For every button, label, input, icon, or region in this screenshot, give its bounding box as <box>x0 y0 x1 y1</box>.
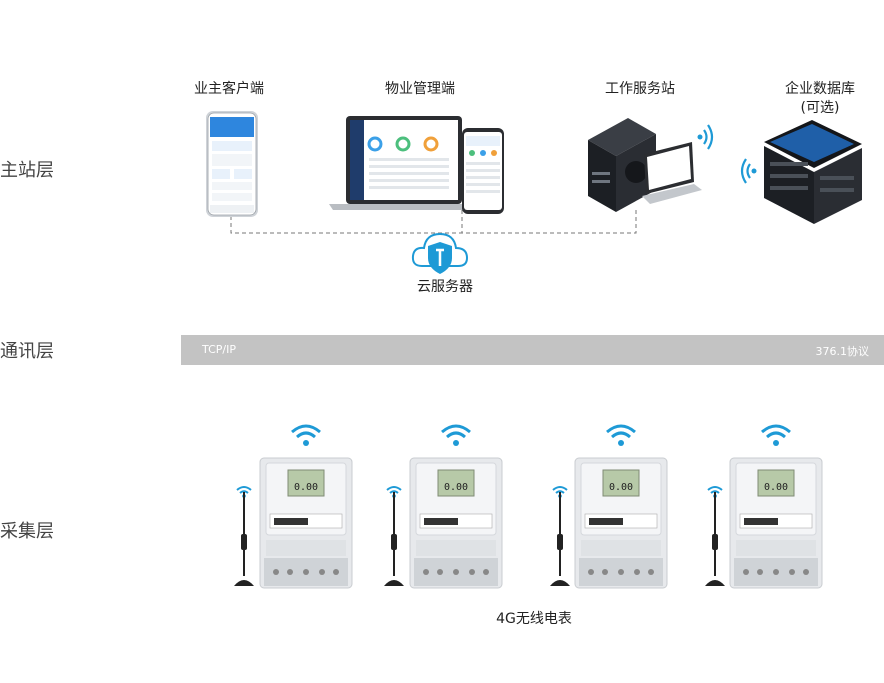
layer-label-comm: 通讯层 <box>0 341 54 362</box>
wifi-icon <box>291 424 321 446</box>
wifi-signal-icon <box>697 124 714 150</box>
wifi-icon <box>441 424 471 446</box>
antenna-icon <box>705 492 725 586</box>
workstation-icon <box>588 118 702 212</box>
database-server-icon <box>764 120 862 224</box>
antenna-icon <box>384 492 404 586</box>
electric-meter: 0.00 <box>409 457 503 589</box>
meter-reading: 0.00 <box>764 482 788 493</box>
wifi-signal-icon <box>740 158 757 184</box>
meters-caption: 4G无线电表 <box>496 611 572 627</box>
wifi-icon <box>606 424 636 446</box>
antenna-icon <box>550 492 570 586</box>
cloud-label: 云服务器 <box>417 279 473 295</box>
electric-meter: 0.00 <box>259 457 353 589</box>
meter-reading: 0.00 <box>609 482 633 493</box>
laptop-icon <box>329 116 479 210</box>
electric-meter: 0.00 <box>729 457 823 589</box>
wifi-icon <box>761 424 791 446</box>
phone-icon <box>206 111 258 217</box>
property-mgmt-label: 物业管理端 <box>385 81 455 97</box>
layer-label-master: 主站层 <box>0 160 54 181</box>
comm-protocol-bar: TCP/IP 376.1协议 <box>181 335 884 365</box>
workstation-label: 工作服务站 <box>605 81 675 97</box>
electric-meter: 0.00 <box>574 457 668 589</box>
meter-reading: 0.00 <box>294 482 318 493</box>
database-note: (可选) <box>800 100 840 116</box>
database-label: 企业数据库 <box>785 81 855 97</box>
protocol-376-label: 376.1协议 <box>815 345 870 358</box>
antenna-icon <box>234 492 254 586</box>
layer-label-collect: 采集层 <box>0 521 54 542</box>
protocol-tcp-label: TCP/IP <box>202 343 236 356</box>
meter-reading: 0.00 <box>444 482 468 493</box>
phone-icon-2 <box>462 128 504 214</box>
owner-client-label: 业主客户端 <box>194 81 264 97</box>
cloud-server-icon <box>411 232 469 274</box>
